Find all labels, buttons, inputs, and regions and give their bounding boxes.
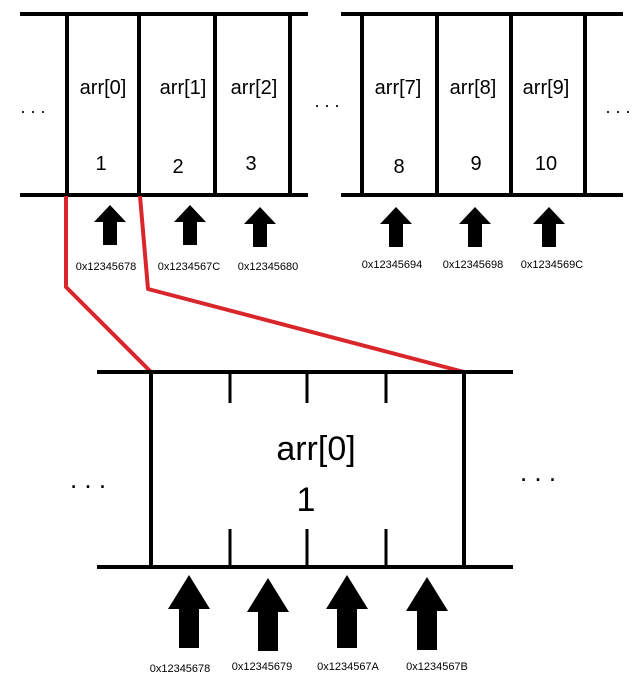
- up-arrow-icon: [94, 205, 126, 245]
- zoom-value: 1: [297, 481, 316, 519]
- zoom-connector-left: [64, 196, 153, 374]
- cell-label: arr[0]: [80, 77, 127, 99]
- up-arrow-icon: [533, 207, 565, 247]
- address-label: 0x12345678: [76, 261, 137, 273]
- byte-address-label: 0x1234567B: [406, 661, 468, 673]
- ellipsis: . . .: [70, 464, 106, 494]
- cell-value: 8: [393, 156, 404, 178]
- up-arrow-icon: [380, 207, 412, 247]
- address-label: 0x1234567C: [158, 261, 220, 273]
- cell-value: 2: [172, 156, 183, 178]
- ellipsis: . . .: [520, 457, 556, 487]
- byte-address-label: 0x1234567A: [317, 661, 379, 673]
- address-label: 0x12345680: [238, 261, 299, 273]
- up-arrow-icon: [247, 578, 289, 651]
- top-left-array-segment: . . . arr[0] 1 arr[1] 2 arr[2] 3 0x12345…: [20, 12, 308, 273]
- cell-value: 1: [95, 153, 106, 175]
- up-arrow-icon: [326, 575, 368, 648]
- byte-address-label: 0x12345678: [150, 663, 211, 675]
- cell-value: 3: [245, 153, 256, 175]
- ellipsis: . . .: [20, 97, 45, 117]
- up-arrow-icon: [174, 205, 206, 245]
- cell-label: arr[2]: [231, 77, 278, 99]
- up-arrow-icon: [168, 575, 210, 648]
- cell-label: arr[7]: [375, 77, 422, 99]
- ellipsis: . . .: [314, 91, 339, 111]
- cell-value: 9: [470, 153, 481, 175]
- cell-label: arr[9]: [523, 77, 570, 99]
- address-label: 0x1234569C: [521, 259, 583, 271]
- address-label: 0x12345694: [362, 259, 423, 271]
- up-arrow-icon: [406, 577, 448, 650]
- up-arrow-icon: [244, 207, 276, 247]
- cell-value: 10: [535, 153, 557, 175]
- zoom-connector-right: [138, 195, 465, 374]
- byte-address-label: 0x12345679: [232, 661, 293, 673]
- cell-label: arr[1]: [160, 77, 207, 99]
- up-arrow-icon: [459, 207, 491, 247]
- ellipsis: . . .: [605, 97, 630, 117]
- zoomed-element: arr[0] 1 . . . . . . 0x12345678 0x123456…: [70, 370, 556, 675]
- top-right-array-segment: arr[7] 8 arr[8] 9 arr[9] 10 . . . 0x1234…: [341, 12, 631, 271]
- zoom-label: arr[0]: [276, 430, 355, 468]
- address-label: 0x12345698: [443, 259, 504, 271]
- cell-label: arr[8]: [450, 77, 497, 99]
